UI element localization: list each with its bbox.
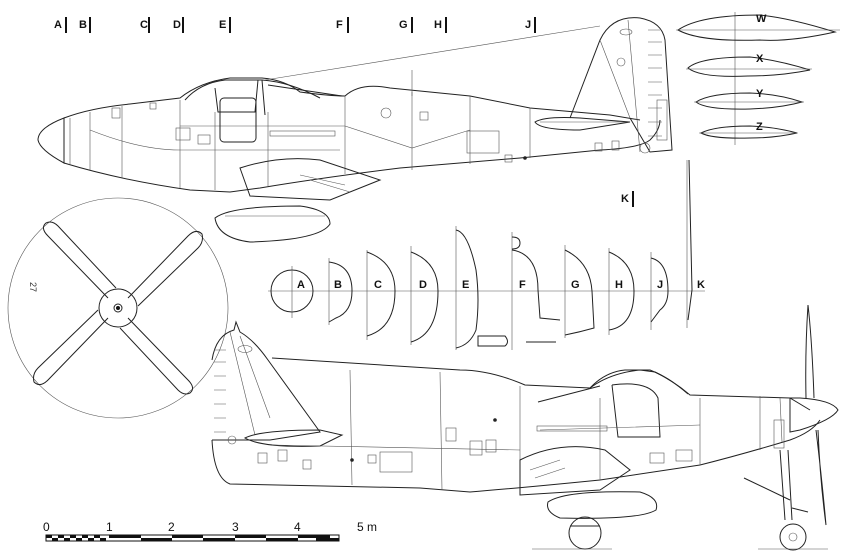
scale-unit: m — [367, 520, 378, 534]
marker-tick — [65, 17, 67, 33]
airfoil-sections — [676, 12, 840, 145]
marker-tick — [148, 17, 150, 33]
propeller-annotation: 27 — [28, 281, 39, 293]
marker-tick — [411, 17, 413, 33]
marker-tick — [445, 17, 447, 33]
section-label-k: K — [697, 279, 705, 291]
airfoil-label-w: W — [756, 13, 767, 25]
scale-bar — [45, 534, 340, 542]
scale-tick-0: 0 — [43, 520, 50, 534]
section-label-d: D — [419, 279, 427, 291]
top-aircraft-profile — [37, 17, 673, 243]
marker-tick — [182, 17, 184, 33]
marker-tick — [534, 17, 536, 33]
bottom-aircraft-profile — [211, 304, 839, 551]
section-label-a: A — [297, 279, 305, 291]
section-label-c: C — [374, 279, 382, 291]
propeller-front-view — [7, 197, 229, 419]
section-label-h: H — [615, 279, 623, 291]
scale-tick-2: 2 — [168, 520, 175, 534]
section-label-b: B — [334, 279, 342, 291]
section-label-e: E — [462, 279, 470, 291]
marker-tick — [347, 17, 349, 33]
scale-tick-5: 5 m — [357, 520, 377, 534]
scale-tick-5-value: 5 — [357, 520, 364, 534]
marker-tick — [632, 191, 634, 207]
airfoil-label-y: Y — [756, 88, 764, 100]
cross-section-row — [268, 159, 705, 350]
marker-tick — [89, 17, 91, 33]
section-label-g: G — [571, 279, 580, 291]
section-label-f: F — [519, 279, 526, 291]
marker-tick — [229, 17, 231, 33]
airfoil-label-z: Z — [756, 121, 763, 133]
scale-tick-3: 3 — [232, 520, 239, 534]
section-label-j: J — [657, 279, 664, 291]
scale-tick-1: 1 — [106, 520, 113, 534]
airfoil-label-x: X — [756, 53, 764, 65]
scale-tick-4: 4 — [294, 520, 301, 534]
